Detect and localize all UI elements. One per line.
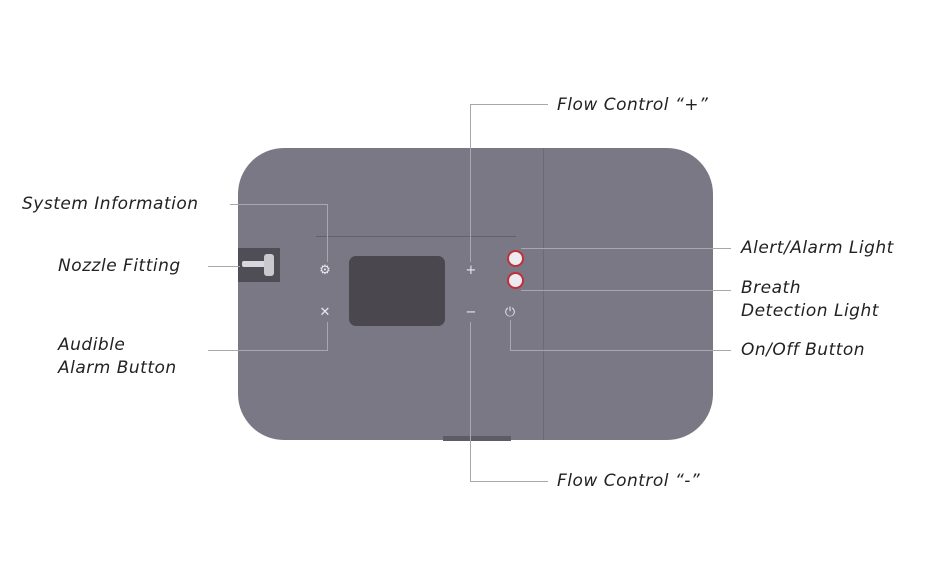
bottom-tab: [443, 436, 511, 441]
gear-icon[interactable]: ⚙: [319, 263, 331, 278]
flow-plus-button[interactable]: +: [465, 263, 477, 278]
label-audible-line2: Alarm Button: [58, 358, 177, 378]
alarm-mute-icon[interactable]: ✕: [319, 305, 331, 320]
alert-alarm-light: [507, 250, 524, 267]
panel-line: [316, 236, 516, 237]
label-system-information: System Information: [22, 194, 199, 214]
panel-divider: [543, 148, 544, 440]
label-breath-line1: Breath: [741, 278, 801, 298]
label-flow-plus: Flow Control “+”: [557, 95, 709, 115]
breath-detection-light: [507, 272, 524, 289]
nozzle-fitting: [238, 248, 280, 282]
flow-minus-button[interactable]: −: [465, 305, 477, 320]
device-body: [238, 148, 713, 440]
label-on-off: On/Off Button: [741, 340, 866, 360]
label-breath-line2: Detection Light: [741, 301, 879, 321]
label-audible-line1: Audible: [58, 335, 126, 355]
label-nozzle-fitting: Nozzle Fitting: [58, 256, 181, 276]
power-icon[interactable]: ⏻: [504, 305, 516, 320]
display-screen: [349, 256, 445, 326]
label-alert-alarm-light: Alert/Alarm Light: [741, 238, 894, 258]
label-flow-minus: Flow Control “-”: [557, 471, 701, 491]
